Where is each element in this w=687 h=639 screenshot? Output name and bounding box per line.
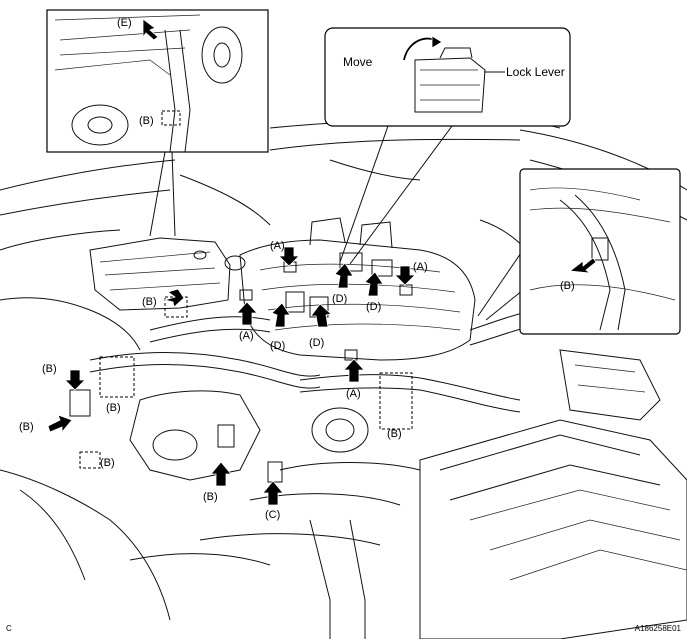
arrow-c-icon — [262, 480, 284, 506]
connector-a-right — [399, 284, 413, 296]
arrow-d-1-icon — [271, 302, 291, 328]
label-a-top: (A) — [270, 240, 285, 252]
inset-top-left-frame — [46, 9, 269, 153]
figure-id: A186258E01 — [635, 624, 682, 633]
clip-box-b-right — [379, 372, 413, 430]
connector-b-left — [69, 389, 91, 417]
connector-a-left — [239, 289, 253, 301]
inset-top-center: Move Lock Lever — [324, 27, 571, 265]
label-d-2: (D) — [309, 337, 324, 349]
label-c: (C) — [265, 509, 280, 521]
inset-top-center-frame — [324, 27, 571, 127]
label-b-mid: (B) — [106, 402, 121, 414]
arrow-a-left-icon — [236, 301, 258, 326]
arrow-a-bottom-icon — [343, 358, 365, 383]
label-b-inset-right: (B) — [560, 280, 575, 292]
arrow-d-2-icon — [310, 303, 332, 328]
arrow-d-4-icon — [364, 271, 384, 297]
clip-box-b-mid — [99, 356, 135, 398]
arrow-b-left-top-icon — [64, 369, 86, 391]
label-b-low: (B) — [100, 457, 115, 469]
connector-d-4 — [371, 259, 393, 277]
label-b-lower: (B) — [203, 491, 218, 503]
connector-c — [267, 461, 283, 483]
label-b-left-mid: (B) — [19, 421, 34, 433]
arrow-b-upper-icon — [163, 288, 185, 308]
label-b-upper: (B) — [142, 296, 157, 308]
label-a-bottom: (A) — [346, 388, 361, 400]
arrow-d-3-icon — [334, 262, 354, 289]
connector-b-lower — [217, 424, 235, 448]
label-e: (E) — [117, 17, 132, 29]
label-d-1: (D) — [270, 340, 285, 352]
arrow-a-right-icon — [394, 265, 416, 286]
label-b-left-top: (B) — [42, 363, 57, 375]
label-b-right: (B) — [387, 428, 402, 440]
label-b-inset-left: (B) — [139, 115, 154, 127]
arrow-a-top-icon — [278, 246, 300, 267]
label-d-4: (D) — [366, 301, 381, 313]
bottom-left-code: C — [6, 624, 12, 633]
label-d-3: (D) — [332, 293, 347, 305]
arrow-b-left-mid-icon — [47, 414, 73, 434]
arrow-b-lower-icon — [210, 461, 232, 487]
label-a-left: (A) — [239, 330, 254, 342]
callout-labels: (A) (A) (A) (A) (B) (B) (B) (B) (B) (B) … — [19, 240, 428, 521]
connector-a-bottom — [344, 349, 358, 361]
inset-right-frame — [519, 168, 681, 335]
callout-arrows — [47, 246, 416, 506]
move-arrow-icon — [431, 35, 443, 49]
inset-right: (B) — [477, 168, 681, 335]
move-label: Move — [343, 55, 373, 69]
arrow-e-icon — [142, 18, 159, 41]
label-a-right: (A) — [413, 261, 428, 273]
connector-d-1 — [285, 291, 305, 313]
arrow-b-inset-right-icon — [568, 257, 597, 274]
clip-box-b-low — [79, 451, 101, 469]
lock-lever-label: Lock Lever — [506, 65, 565, 79]
inset-top-left: (E) (B) — [46, 9, 269, 237]
